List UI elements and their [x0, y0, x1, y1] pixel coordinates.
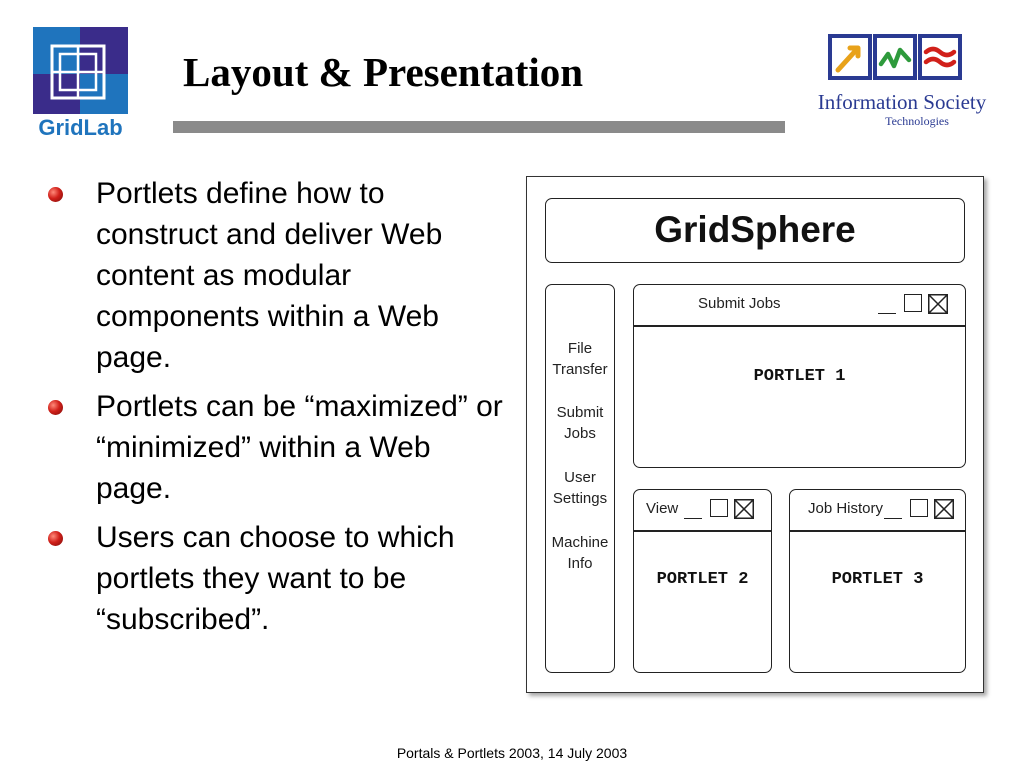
maximize-icon — [904, 294, 922, 312]
portlet-label: PORTLET 1 — [753, 367, 846, 386]
close-icon — [928, 294, 948, 314]
minimize-icon — [684, 518, 702, 519]
close-icon — [934, 499, 954, 519]
ist-logo: Information Society Technologies — [806, 30, 998, 130]
ist-wave-icon — [828, 34, 962, 80]
nav-item-user-settings: User Settings — [546, 467, 614, 509]
gridlab-logo-text: GridLab — [38, 115, 123, 140]
bullet-icon — [48, 400, 63, 415]
maximize-icon — [910, 499, 928, 517]
gridsphere-nav: File Transfer Submit Jobs User Settings … — [545, 284, 615, 673]
title-divider — [173, 121, 785, 133]
slide-footer: Portals & Portlets 2003, 14 July 2003 — [396, 745, 628, 761]
gridsphere-title: GridSphere — [654, 209, 856, 250]
bullet-list: Portlets define how to construct and del… — [48, 173, 508, 648]
portlet-controls — [684, 499, 754, 521]
portlet-title: Submit Jobs — [698, 295, 781, 312]
portlet-titlebar: Submit Jobs — [634, 285, 965, 327]
portlet-titlebar: View — [634, 490, 771, 532]
nav-item-machine-info: Machine Info — [546, 532, 614, 574]
gridsphere-diagram: GridSphere File Transfer Submit Jobs Use… — [526, 176, 984, 693]
bullet-icon — [48, 187, 63, 202]
bullet-icon — [48, 531, 63, 546]
portlet-label: PORTLET 2 — [656, 570, 749, 589]
gridsphere-header: GridSphere — [545, 198, 965, 263]
nav-item-label: User Settings — [552, 469, 608, 507]
grid-icon — [50, 44, 106, 100]
nav-item-file-transfer: File Transfer — [546, 338, 614, 380]
portlet-job-history: Job History PORTLET 3 — [789, 489, 966, 673]
portlet-controls — [878, 294, 948, 316]
nav-item-label: Submit Jobs — [556, 404, 604, 442]
bullet-text: Users can choose to which portlets they … — [96, 521, 455, 636]
portlet-view: View PORTLET 2 — [633, 489, 772, 673]
gridlab-logo: GridLab — [33, 27, 128, 140]
bullet-text: Portlets can be “maximized” or “minimize… — [96, 390, 503, 505]
close-icon — [734, 499, 754, 519]
nav-item-submit-jobs: Submit Jobs — [546, 402, 614, 444]
portlet-submit-jobs: Submit Jobs PORTLET 1 — [633, 284, 966, 468]
bullet-text: Portlets define how to construct and del… — [96, 177, 443, 374]
minimize-icon — [884, 518, 902, 519]
bullet-item: Portlets define how to construct and del… — [48, 173, 508, 378]
maximize-icon — [710, 499, 728, 517]
nav-item-label: File Transfer — [552, 340, 608, 378]
bullet-item: Portlets can be “maximized” or “minimize… — [48, 386, 508, 509]
portlet-controls — [884, 499, 954, 521]
portlet-title: Job History — [808, 500, 884, 517]
portlet-title: View — [646, 500, 679, 517]
ist-logo-subtitle: Technologies — [885, 114, 949, 128]
ist-logo-title: Information Society — [817, 90, 987, 114]
minimize-icon — [878, 313, 896, 314]
portlet-label: PORTLET 3 — [831, 570, 924, 589]
nav-item-label: Machine Info — [551, 534, 609, 572]
portlet-titlebar: Job History — [790, 490, 965, 532]
slide-title: Layout & Presentation — [183, 49, 584, 95]
bullet-item: Users can choose to which portlets they … — [48, 517, 508, 640]
